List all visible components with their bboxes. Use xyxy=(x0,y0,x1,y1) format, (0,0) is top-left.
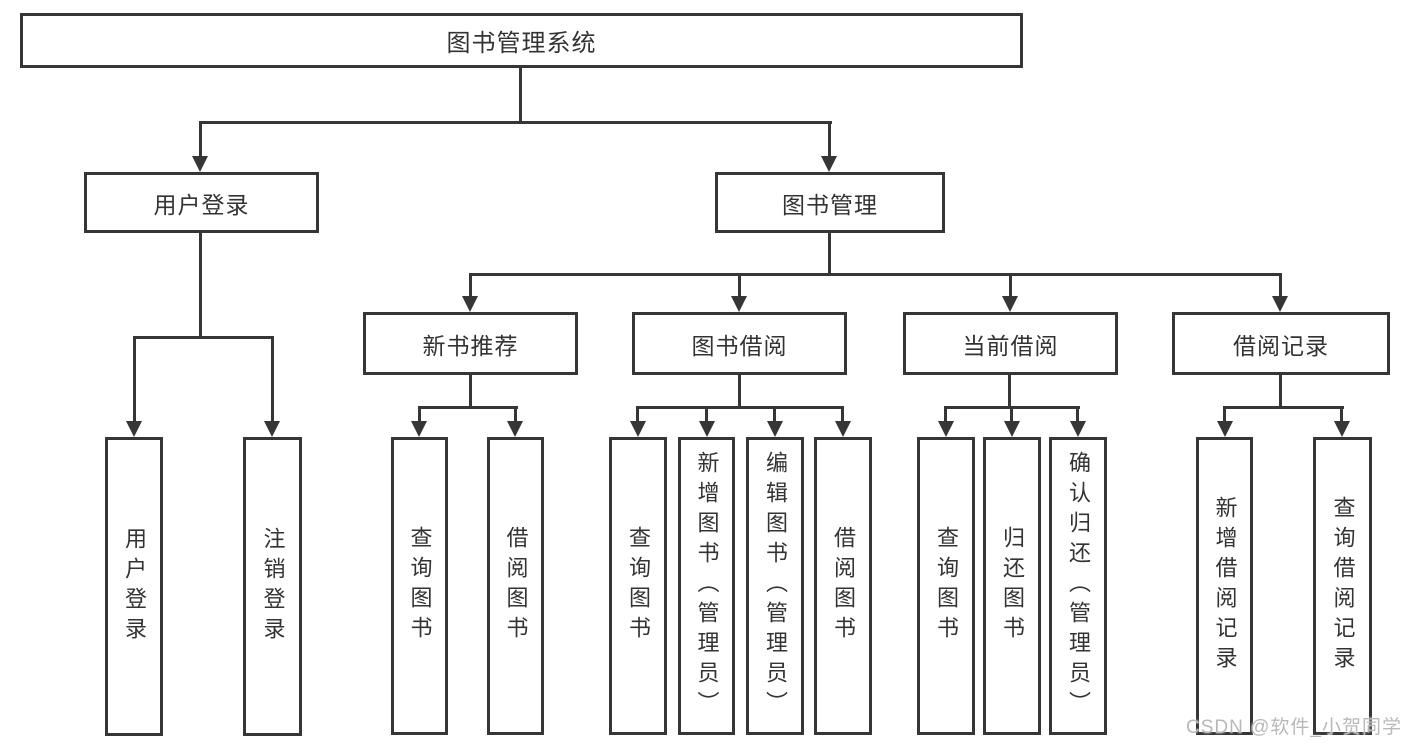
arrow-down-icon xyxy=(767,421,783,437)
node-logout: 注销登录 xyxy=(243,437,302,736)
node-user-login: 用户登录 xyxy=(84,172,319,233)
arrow-down-icon xyxy=(731,296,747,312)
connector-line xyxy=(519,68,522,124)
connector-line xyxy=(1076,406,1079,422)
node-library-system: 图书管理系统 xyxy=(20,13,1023,68)
connector-line xyxy=(469,273,472,298)
arrow-down-icon xyxy=(507,421,523,437)
node-add-borrow-record: 新增借阅记录 xyxy=(1196,437,1253,735)
connector-line xyxy=(271,336,274,422)
connector-line xyxy=(636,406,639,422)
connector-line xyxy=(514,406,517,422)
connector-line xyxy=(1008,375,1011,409)
connector-line xyxy=(199,121,202,157)
connector-line xyxy=(199,233,202,339)
connector-line xyxy=(1009,273,1012,298)
node-user-login-leaf: 用户登录 xyxy=(105,437,163,736)
arrow-down-icon xyxy=(192,156,208,172)
arrow-down-icon xyxy=(938,421,954,437)
node-query-borrow-record: 查询借阅记录 xyxy=(1313,437,1372,735)
arrow-down-icon xyxy=(126,421,142,437)
node-query-book-current: 查询图书 xyxy=(917,437,975,735)
csdn-watermark: CSDN @软件_小贺同学 xyxy=(1186,717,1402,738)
arrow-down-icon xyxy=(462,296,478,312)
node-edit-book-admin: 编辑图书（管理员） xyxy=(746,437,804,735)
arrow-down-icon xyxy=(1004,421,1020,437)
arrow-down-icon xyxy=(630,421,646,437)
connector-line xyxy=(944,406,947,422)
arrow-down-icon xyxy=(1334,421,1350,437)
connector-line xyxy=(1279,273,1282,298)
connector-line xyxy=(828,233,831,276)
connector-line xyxy=(199,121,832,124)
node-book-borrow: 图书借阅 xyxy=(632,312,847,375)
arrow-down-icon xyxy=(1070,421,1086,437)
node-book-management: 图书管理 xyxy=(715,172,945,233)
connector-line xyxy=(469,273,1282,276)
connector-line xyxy=(738,375,741,409)
arrow-down-icon xyxy=(699,421,715,437)
connector-line xyxy=(828,121,831,157)
connector-line xyxy=(418,406,518,409)
node-borrow-book: 借阅图书 xyxy=(814,437,872,735)
connector-line xyxy=(1010,406,1013,422)
arrow-down-icon xyxy=(821,156,837,172)
node-borrow-book-newlist: 借阅图书 xyxy=(487,437,544,735)
connector-line xyxy=(1340,406,1343,422)
connector-line xyxy=(1223,406,1344,409)
node-new-book-recommend: 新书推荐 xyxy=(363,312,578,375)
connector-line xyxy=(705,406,708,422)
node-return-book: 归还图书 xyxy=(983,437,1041,735)
node-query-book-newlist: 查询图书 xyxy=(391,437,448,735)
arrow-down-icon xyxy=(411,421,427,437)
arrow-down-icon xyxy=(835,421,851,437)
node-borrow-record: 借阅记录 xyxy=(1172,312,1390,375)
node-query-book-borrow: 查询图书 xyxy=(609,437,667,735)
node-current-borrow: 当前借阅 xyxy=(903,312,1118,375)
connector-line xyxy=(133,336,274,339)
arrow-down-icon xyxy=(1002,296,1018,312)
connector-line xyxy=(418,406,421,422)
arrow-down-icon xyxy=(1217,421,1233,437)
connector-line xyxy=(738,273,741,298)
connector-line xyxy=(1279,375,1282,409)
arrow-down-icon xyxy=(264,421,280,437)
connector-line xyxy=(636,406,844,409)
node-confirm-return-admin: 确认归还（管理员） xyxy=(1049,437,1107,735)
connector-line xyxy=(469,375,472,409)
connector-line xyxy=(133,336,136,422)
connector-line xyxy=(1223,406,1226,422)
arrow-down-icon xyxy=(1272,296,1288,312)
connector-line xyxy=(841,406,844,422)
connector-line xyxy=(773,406,776,422)
node-add-book-admin: 新增图书（管理员） xyxy=(678,437,735,735)
